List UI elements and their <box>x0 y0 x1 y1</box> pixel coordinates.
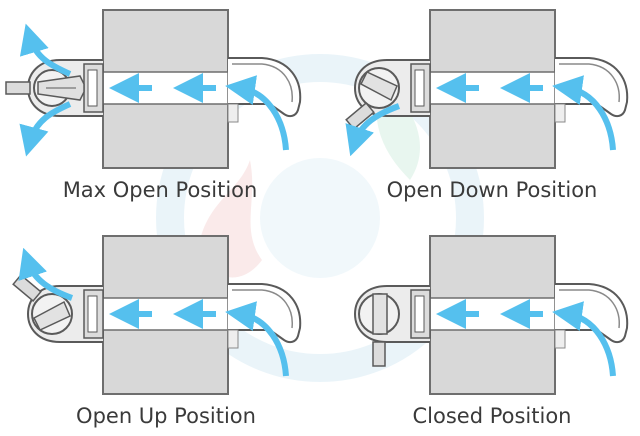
panel-max-open <box>5 10 300 168</box>
watermark-center <box>260 158 380 278</box>
handle <box>5 81 31 95</box>
watermark-emblem <box>156 54 484 382</box>
panel-closed <box>355 236 627 394</box>
caption-closed-position: Closed Position <box>412 404 572 428</box>
damper-wheel <box>33 69 85 107</box>
handle <box>12 273 42 303</box>
caption-max-open-position: Max Open Position <box>62 178 258 202</box>
caption-open-down-position: Open Down Position <box>386 178 598 202</box>
panel-open-down <box>345 10 627 168</box>
caption-open-up-position: Open Up Position <box>76 404 256 428</box>
handle <box>372 341 386 367</box>
panel-open-up <box>12 236 300 394</box>
outlet-arrow-up <box>18 247 74 301</box>
watermark-ring <box>156 54 484 382</box>
damper-wheel <box>358 293 400 335</box>
damper-wheel <box>31 293 73 335</box>
outlet-arrow-down <box>345 103 401 157</box>
damper-wheel <box>358 67 400 109</box>
outlet-arrow-down <box>19 101 72 157</box>
outlet-arrow-up <box>19 23 72 77</box>
